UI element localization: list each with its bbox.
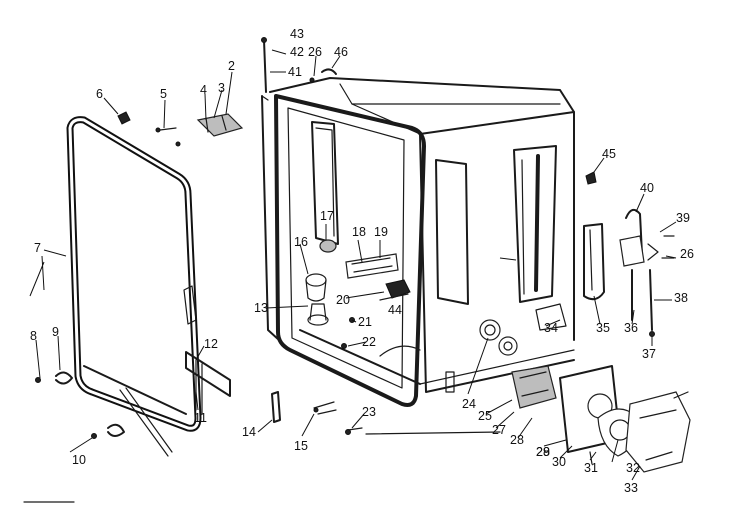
part-label-41: 41: [288, 65, 302, 79]
part-label-18: 18: [352, 225, 366, 239]
small-bracket: [183, 285, 197, 325]
part-label-27: 27: [492, 423, 506, 437]
part-label-15: 15: [294, 439, 308, 453]
part-label-35: 35: [596, 321, 610, 335]
part-label-44: 44: [388, 303, 402, 317]
part-label-12: 12: [204, 337, 218, 351]
leader-lines: [29, 49, 677, 481]
part-label-29: 29: [536, 445, 550, 459]
part-label-37: 37: [642, 347, 656, 361]
part-label-3: 3: [218, 81, 225, 95]
part-label-11: 11: [194, 411, 207, 425]
part-label-6: 6: [96, 87, 103, 101]
part-label-26: 26: [308, 45, 322, 59]
part-label-24: 24: [462, 397, 476, 411]
part-label-9: 9: [52, 325, 59, 339]
part-label-19: 19: [374, 225, 388, 239]
door-strip: [185, 351, 231, 415]
part-label-34: 34: [544, 321, 558, 335]
part-label-16: 16: [294, 235, 308, 249]
tub-body: [261, 77, 575, 407]
part-label-42: 42: [290, 45, 304, 59]
part-label-46: 46: [334, 45, 348, 59]
part-label-33: 33: [624, 481, 638, 495]
part-label-45: 45: [602, 147, 616, 161]
part-label-32: 32: [626, 461, 640, 475]
part-label-25: 25: [478, 409, 492, 423]
tub-components: [23, 37, 691, 503]
part-label-30: 30: [552, 455, 566, 469]
part-label-21: 21: [358, 315, 372, 329]
part-label-8: 8: [30, 329, 37, 343]
part-label-43: 43: [290, 27, 304, 41]
part-label-28: 28: [510, 433, 524, 447]
part-label-28: 28: [536, 445, 550, 459]
part-label-31: 31: [584, 461, 598, 475]
part-label-10: 10: [72, 453, 86, 467]
part-label-5: 5: [160, 87, 167, 101]
part-label-20: 20: [336, 293, 350, 307]
part-label-14: 14: [242, 425, 256, 439]
part-label-23: 23: [362, 405, 376, 419]
part-label-13: 13: [254, 301, 268, 315]
part-label-7: 7: [34, 241, 41, 255]
part-label-26: 26: [680, 247, 694, 261]
part-label-17: 17: [320, 209, 334, 223]
part-label-36: 36: [624, 321, 638, 335]
door-gasket: [66, 116, 202, 457]
part-label-2: 2: [228, 59, 235, 73]
part-label-38: 38: [674, 291, 688, 305]
part-label-4: 4: [200, 83, 207, 97]
part-label-40: 40: [640, 181, 654, 195]
part-label-39: 39: [676, 211, 690, 225]
part-label-22: 22: [362, 335, 376, 349]
